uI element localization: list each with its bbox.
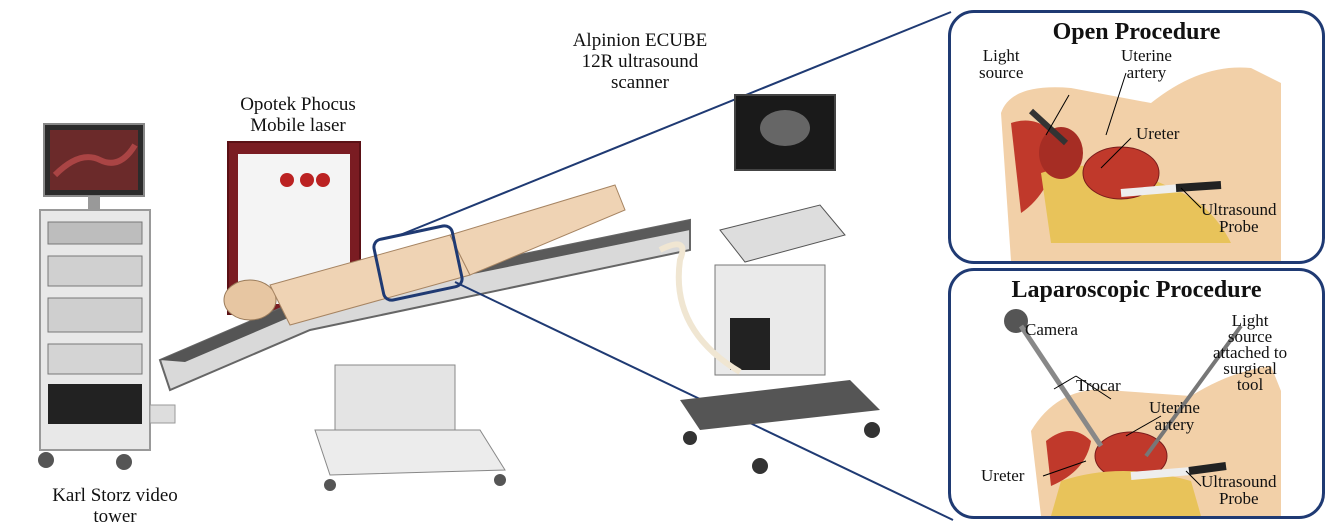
lap-light-source-line-5: tool <box>1213 377 1287 393</box>
lap-uterine-artery-label: Uterine artery <box>1149 399 1200 433</box>
open-light-source-line-1: Light <box>979 47 1023 64</box>
open-uterine-artery-label: Uterine artery <box>1121 47 1172 81</box>
lap-ureter-label: Ureter <box>981 467 1024 484</box>
lap-light-source-label: Light source attached to surgical tool <box>1213 313 1287 393</box>
laparoscopic-procedure-panel: Laparoscopic Procedure Camera Light sour… <box>948 268 1325 519</box>
open-ureter-label: Ureter <box>1136 125 1179 142</box>
open-procedure-panel: Open Procedure Light source Uterine arte… <box>948 10 1325 264</box>
scanner-label-line-1: Alpinion ECUBE <box>555 30 725 51</box>
tower-label-line-2: tower <box>20 506 210 527</box>
open-uterine-artery-line-2: artery <box>1121 64 1172 81</box>
tower-label: Karl Storz video tower <box>20 485 210 527</box>
laser-label: Opotek Phocus Mobile laser <box>218 94 378 136</box>
open-probe-label: Ultrasound Probe <box>1201 201 1277 235</box>
ultrasound-scanner <box>660 95 880 474</box>
lap-probe-line-2: Probe <box>1201 490 1277 507</box>
lap-probe-line-1: Ultrasound <box>1201 473 1277 490</box>
scanner-label: Alpinion ECUBE 12R ultrasound scanner <box>555 30 725 93</box>
open-probe-line-2: Probe <box>1201 218 1277 235</box>
open-light-source-label: Light source <box>979 47 1023 81</box>
tower-label-line-1: Karl Storz video <box>20 485 210 506</box>
lap-uterine-artery-line-1: Uterine <box>1149 399 1200 416</box>
open-uterine-artery-line-1: Uterine <box>1121 47 1172 64</box>
lap-uterine-artery-line-2: artery <box>1149 416 1200 433</box>
lap-camera-label: Camera <box>1025 321 1078 338</box>
lap-probe-label: Ultrasound Probe <box>1201 473 1277 507</box>
lap-trocar-label: Trocar <box>1076 377 1121 394</box>
open-probe-line-1: Ultrasound <box>1201 201 1277 218</box>
scanner-label-line-2: 12R ultrasound <box>555 51 725 72</box>
scanner-label-line-3: scanner <box>555 72 725 93</box>
laser-label-line-2: Mobile laser <box>218 115 378 136</box>
laser-label-line-1: Opotek Phocus <box>218 94 378 115</box>
open-light-source-line-2: source <box>979 64 1023 81</box>
video-tower <box>38 124 175 470</box>
